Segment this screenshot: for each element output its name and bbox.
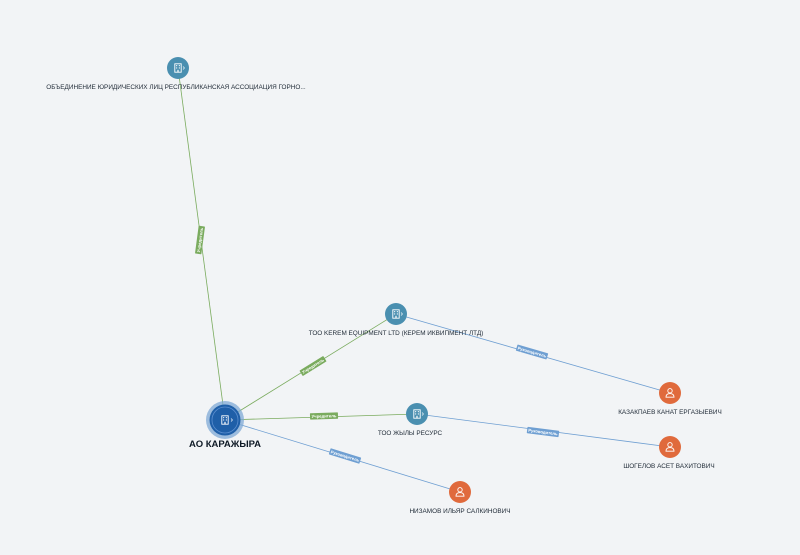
node-person-kazakpaev[interactable] xyxy=(659,382,681,404)
svg-text:Учредитель: Учредитель xyxy=(196,227,204,253)
node-label-kazakpaev: КАЗАКПАЕВ КАНАТ ЕРГАЗЫЕВИЧ xyxy=(618,409,722,416)
edge-label-main-ooyul: Учредитель xyxy=(195,225,205,255)
node-person-nizamov[interactable] xyxy=(449,481,471,503)
node-label-main-company: АО КАРАЖЫРА xyxy=(189,439,261,450)
svg-text:Учредитель: Учредитель xyxy=(301,357,325,375)
node-association[interactable] xyxy=(167,57,189,79)
node-main-company[interactable] xyxy=(206,401,244,439)
edge-label-main-kerem: Учредитель xyxy=(299,356,327,376)
node-zhyly-resurs[interactable] xyxy=(406,403,428,425)
edge-label-main-zhyly: Учредитель xyxy=(309,412,339,420)
svg-text:Учредитель: Учредитель xyxy=(312,413,337,419)
node-person-shogelov[interactable] xyxy=(659,436,681,458)
edge-label-zhyly-shogelov: Руководитель xyxy=(526,426,560,438)
node-label-zhyly-resurs: ТОО ЖЫЛЫ РЕСУРС xyxy=(378,430,443,437)
nodes-layer: ОБЪЕДИНЕНИЕ ЮРИДИЧЕСКИХ ЛИЦ РЕСПУБЛИКАНС… xyxy=(46,57,722,515)
svg-text:Руководитель: Руководитель xyxy=(528,428,558,437)
edges-layer xyxy=(177,67,671,493)
edge-labels-layer: Учредитель Учредитель Учредитель Руковод… xyxy=(195,225,560,464)
node-label-kerem-equipment: ТОО KEREM EQUIPMENT LTD (КЕРЕМ ИКВИПМЕНТ… xyxy=(309,330,484,337)
node-label-association: ОБЪЕДИНЕНИЕ ЮРИДИЧЕСКИХ ЛИЦ РЕСПУБЛИКАНС… xyxy=(46,84,306,91)
node-kerem-equipment[interactable] xyxy=(385,303,407,325)
node-label-shogelov: ШОГЕЛОВ АСЕТ ВАХИТОВИЧ xyxy=(623,463,714,470)
edge-label-main-nizamov: Руководитель xyxy=(328,448,362,464)
edge-label-kerem-kazakpaev: Руководитель xyxy=(515,344,549,360)
node-label-nizamov: НИЗАМОВ ИЛЬЯР САЛКИНОВИЧ xyxy=(409,508,510,515)
